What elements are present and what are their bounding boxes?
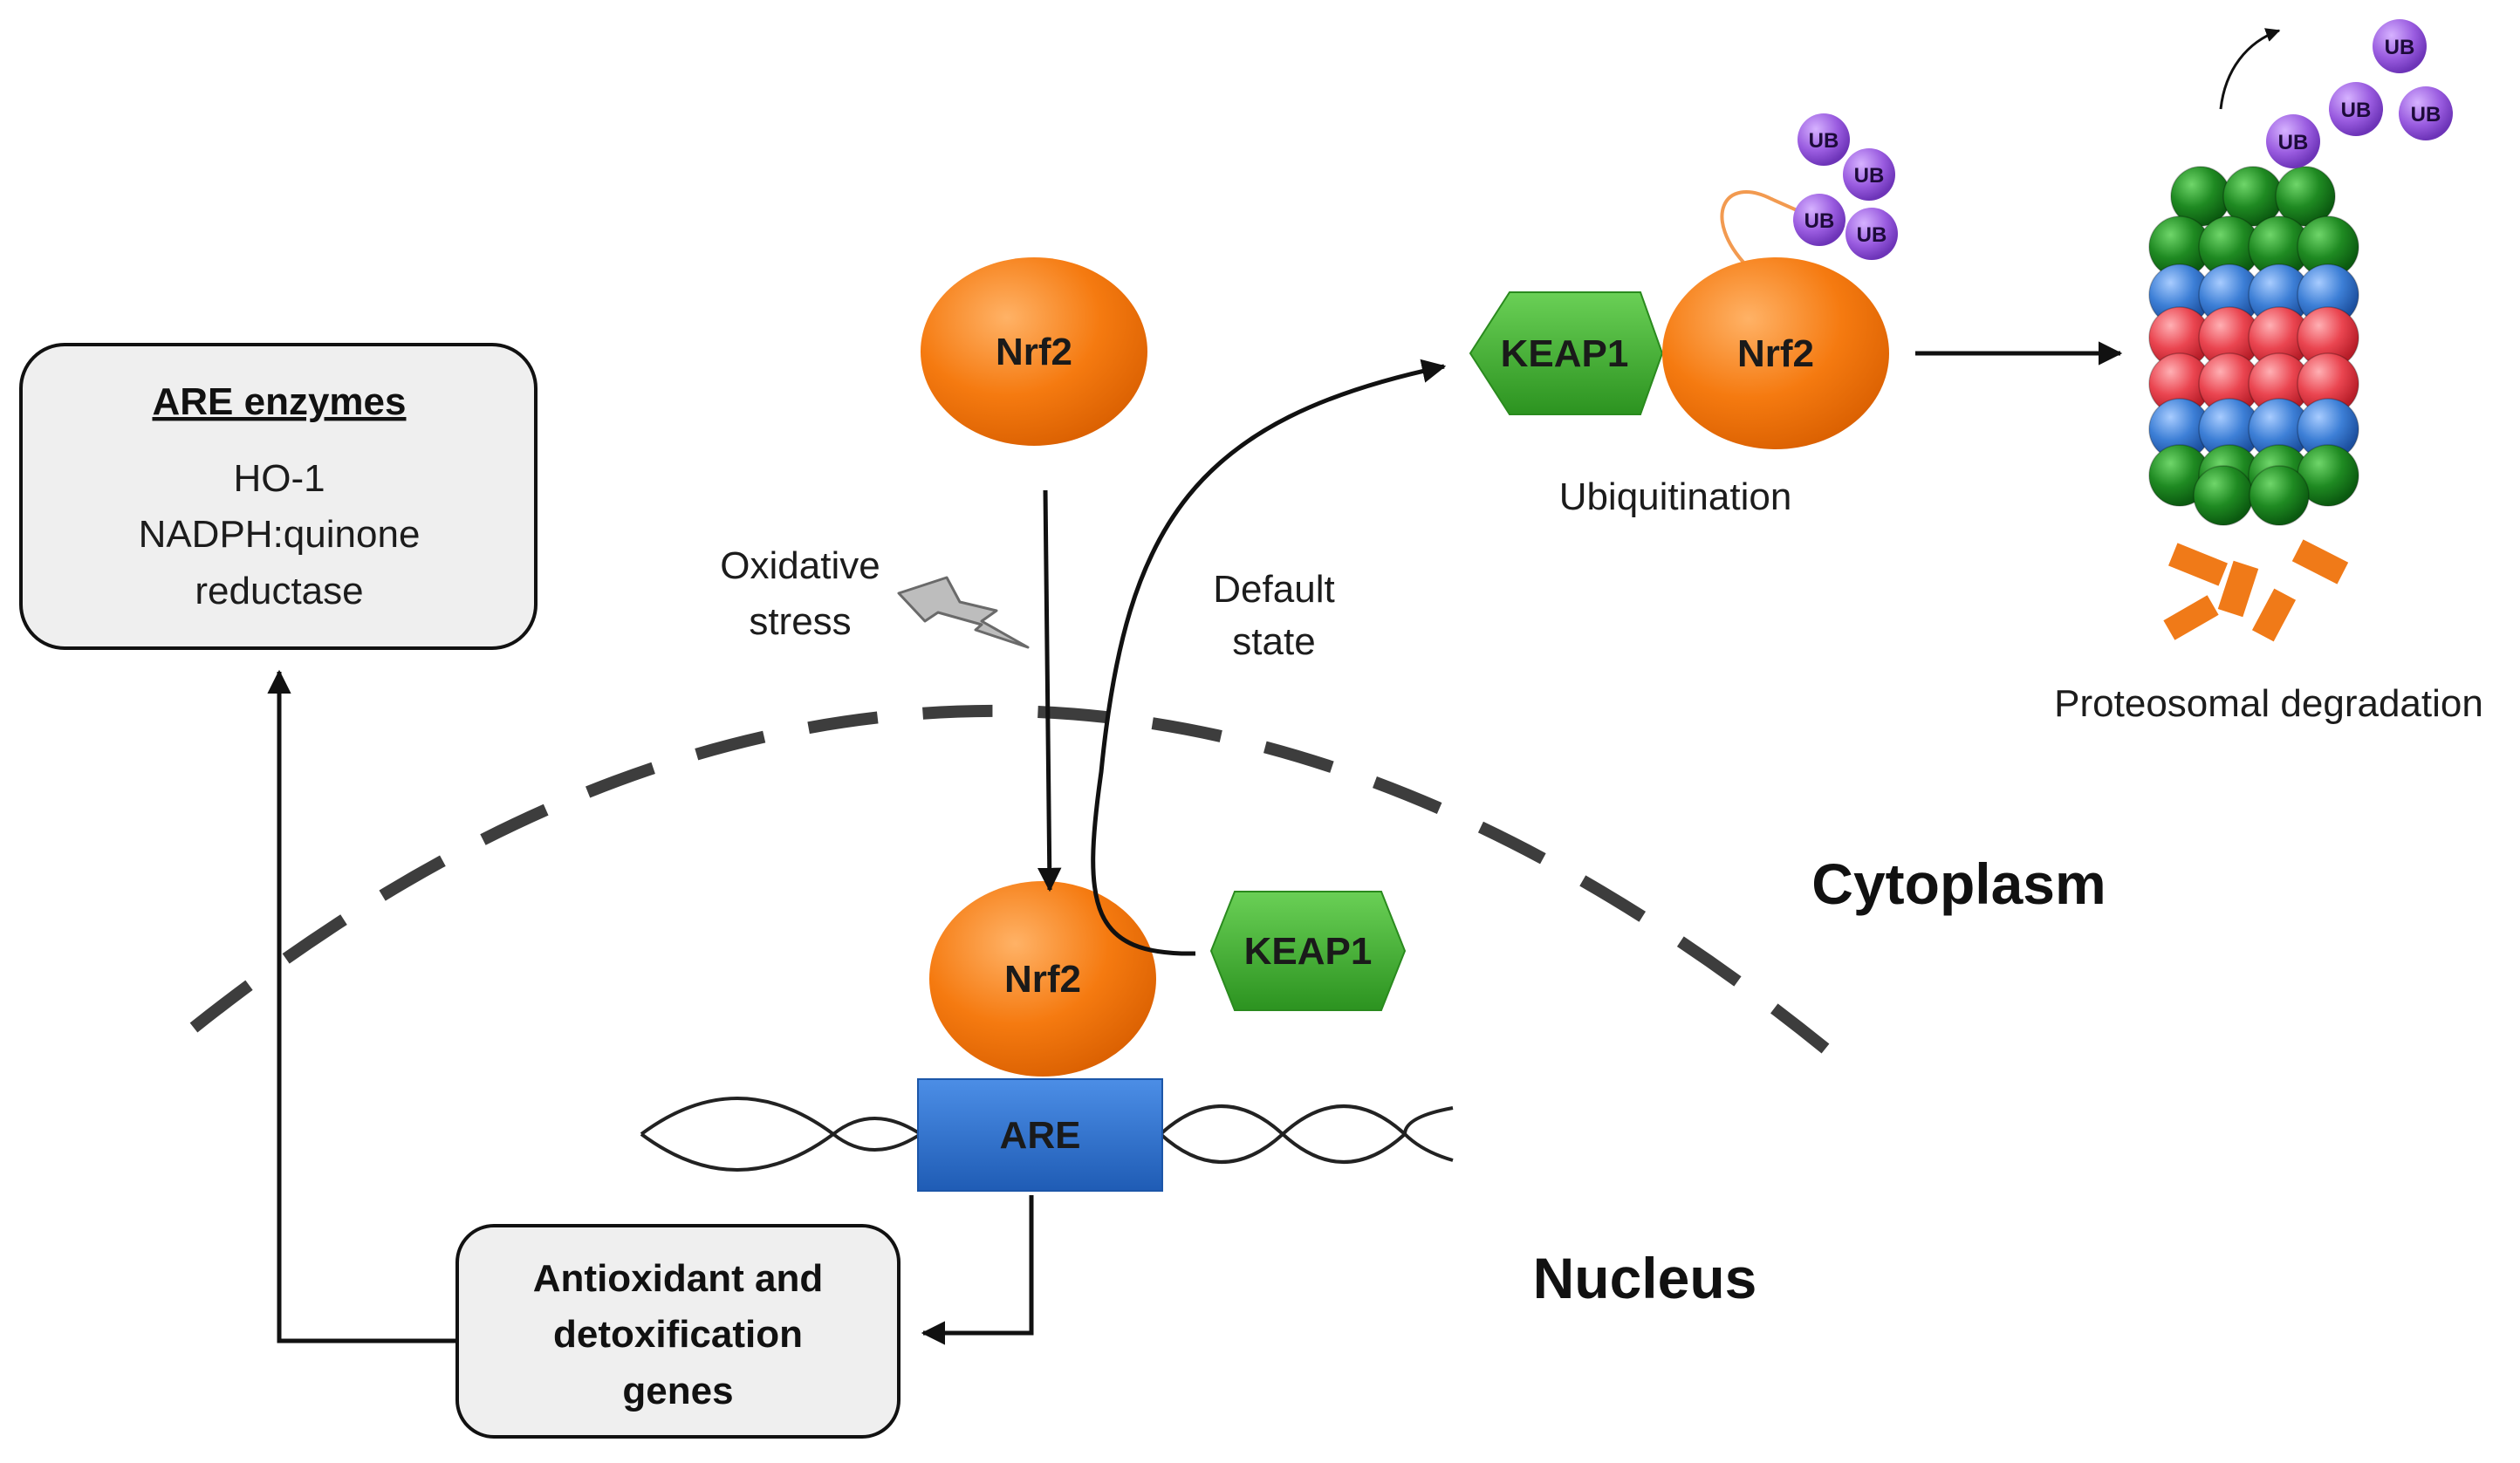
are-enzymes-title: ARE enzymes	[152, 380, 406, 423]
ub-label: UB	[1854, 164, 1885, 188]
ub-bead: UB	[2373, 19, 2427, 73]
proteosomal-degradation-label: Proteosomal degradation	[2054, 682, 2483, 725]
genes-line-1: Antioxidant and	[533, 1257, 823, 1300]
arrow-ubiquitin-release	[2219, 28, 2281, 110]
genes-box: Antioxidant and detoxification genes	[455, 1224, 900, 1439]
nrf2-ubiquitinated: Nrf2	[1662, 257, 1889, 449]
fragment	[2168, 543, 2228, 586]
ubiquitin-chain: UB UB UB UB	[1793, 113, 1898, 260]
fragment	[2163, 595, 2219, 640]
keap1-nuclear: KEAP1	[1209, 891, 1407, 1011]
fragment	[2217, 560, 2259, 618]
arrow-nrf2-translocation	[1037, 489, 1062, 892]
lightning-bolt-icon	[897, 576, 1030, 649]
degraded-fragments	[2163, 539, 2349, 642]
genes-line-2: detoxification	[553, 1313, 803, 1356]
ub-label: UB	[1809, 129, 1839, 153]
arrow-are-to-genes	[921, 1195, 1034, 1345]
keap1-cytoplasm-label: KEAP1	[1501, 332, 1629, 375]
arrow-genes-to-enzymes	[267, 669, 457, 1343]
nuclear-membrane	[189, 705, 1830, 1054]
ubiquitination-label: Ubiquitination	[1559, 475, 1792, 518]
ubiquitin-tether	[1720, 190, 1811, 268]
ub-label: UB	[1857, 223, 1887, 247]
nucleus-label: Nucleus	[1533, 1246, 1757, 1310]
keap1-nuclear-label: KEAP1	[1244, 930, 1373, 973]
are-label: ARE	[1000, 1114, 1081, 1157]
ub-label: UB	[2411, 103, 2441, 126]
nrf2-cytoplasm-label: Nrf2	[996, 331, 1072, 373]
cytoplasm-label: Cytoplasm	[1811, 851, 2106, 916]
fragment	[2291, 539, 2349, 585]
nrf2-nuclear-label: Nrf2	[1004, 958, 1081, 1001]
released-ubiquitins: UB UB UB UB	[2266, 19, 2453, 168]
proteasome	[2148, 166, 2359, 526]
nrf2-cytoplasm: Nrf2	[921, 257, 1147, 446]
oxidative-stress-line-2: stress	[749, 600, 851, 643]
ub-bead: UB	[1793, 194, 1845, 246]
proteasome-subunit	[2275, 166, 2336, 227]
nrf2-nuclear: Nrf2	[929, 881, 1156, 1077]
are-element: ARE	[917, 1078, 1163, 1192]
ub-label: UB	[2278, 131, 2309, 154]
fragment	[2251, 588, 2297, 642]
arrow-default-state	[1091, 359, 1447, 956]
ub-bead: UB	[2266, 114, 2320, 168]
genes-line-3: genes	[622, 1370, 733, 1412]
ub-bead: UB	[1798, 113, 1850, 166]
are-enzyme-ho1: HO-1	[233, 457, 325, 500]
ub-bead: UB	[2329, 82, 2383, 136]
ub-bead: UB	[1843, 148, 1895, 201]
are-enzyme-reductase: reductase	[195, 570, 363, 612]
ub-label: UB	[2341, 99, 2372, 122]
nrf2-ubiquitinated-label: Nrf2	[1737, 332, 1814, 375]
ub-bead: UB	[2399, 86, 2453, 140]
dna-helix	[640, 1097, 1454, 1172]
are-enzymes-box: ARE enzymes HO-1 NADPH:quinone reductase	[19, 343, 538, 650]
default-state-line-1: Default	[1213, 568, 1334, 611]
ub-bead: UB	[1845, 208, 1898, 260]
ub-label: UB	[1804, 209, 1835, 233]
oxidative-stress-line-1: Oxidative	[720, 544, 880, 587]
ub-label: UB	[2385, 36, 2415, 59]
keap1-cytoplasm: KEAP1	[1469, 291, 1664, 415]
default-state-line-2: state	[1232, 620, 1315, 663]
proteasome-subunit	[2193, 465, 2254, 526]
proteasome-subunit	[2249, 465, 2310, 526]
are-enzyme-nadph: NADPH:quinone	[139, 513, 421, 556]
